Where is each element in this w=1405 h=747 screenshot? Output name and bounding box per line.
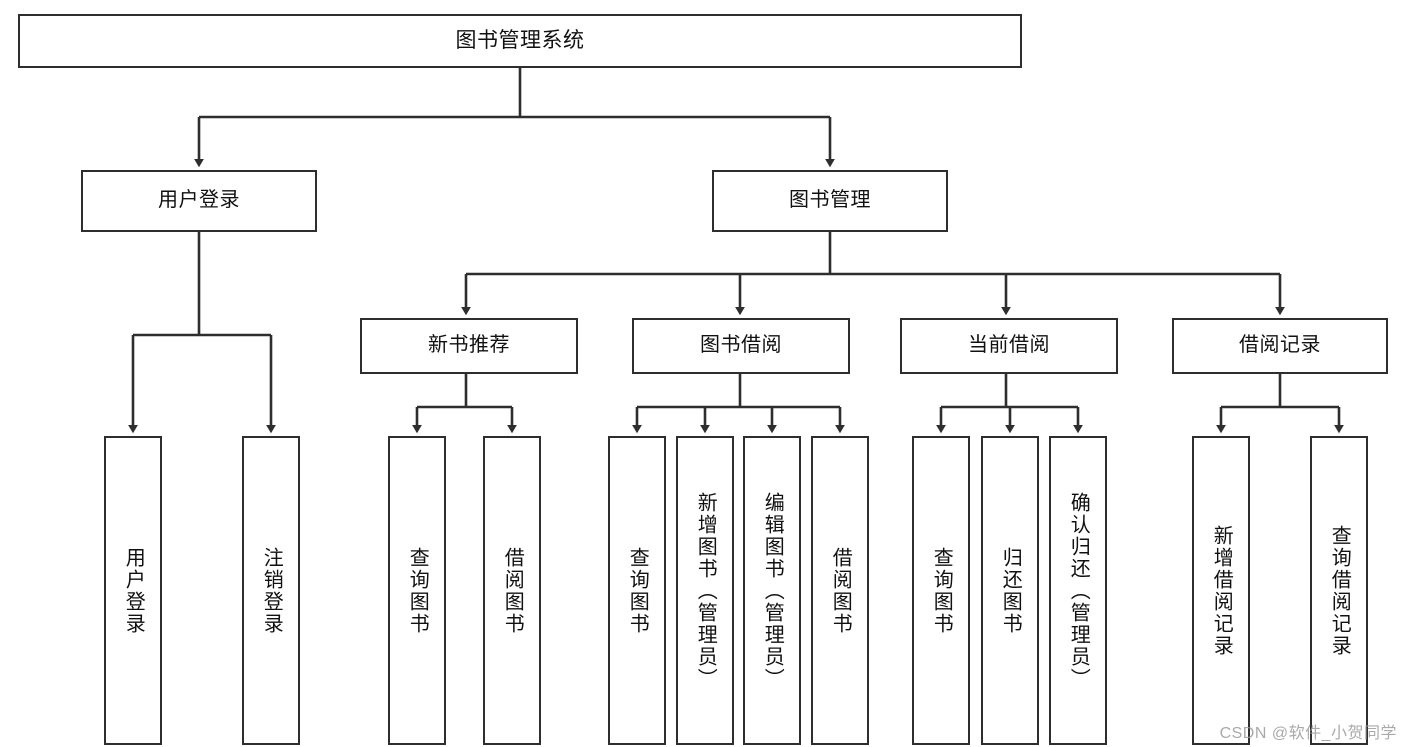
node-root-label: 图书管理系统 xyxy=(455,28,585,52)
node-book-borrow[interactable]: 图书借阅 xyxy=(632,318,850,374)
watermark: CSDN @软件_小贺同学 xyxy=(1219,725,1397,742)
node-leaf-label: 新增借阅记录 xyxy=(1210,524,1233,657)
node-book-borrow-label: 图书借阅 xyxy=(700,334,782,357)
node-leaf-label: 注销登录 xyxy=(260,546,283,635)
node-leaf-current-borrow-1[interactable]: 查询图书 xyxy=(912,436,970,745)
node-borrow-record-label: 借阅记录 xyxy=(1239,334,1321,357)
node-leaf-book-borrow-2[interactable]: 新增图书（管理员） xyxy=(676,436,734,745)
node-leaf-borrow-record-1[interactable]: 新增借阅记录 xyxy=(1192,436,1250,745)
node-leaf-label: 编辑图书（管理员） xyxy=(761,491,784,690)
node-leaf-label: 查询借阅记录 xyxy=(1328,524,1351,657)
node-book-manage[interactable]: 图书管理 xyxy=(712,170,948,232)
node-leaf-label: 归还图书 xyxy=(999,546,1022,635)
node-borrow-record[interactable]: 借阅记录 xyxy=(1172,318,1388,374)
node-new-book[interactable]: 新书推荐 xyxy=(360,318,578,374)
node-leaf-new-book-1[interactable]: 查询图书 xyxy=(388,436,446,745)
node-leaf-book-borrow-3[interactable]: 编辑图书（管理员） xyxy=(743,436,801,745)
node-leaf-book-borrow-1[interactable]: 查询图书 xyxy=(608,436,666,745)
node-leaf-new-book-2[interactable]: 借阅图书 xyxy=(483,436,541,745)
node-user-login-label: 用户登录 xyxy=(158,189,240,212)
node-current-borrow-label: 当前借阅 xyxy=(968,334,1050,357)
node-leaf-label: 查询图书 xyxy=(626,546,649,635)
node-leaf-label: 用户登录 xyxy=(122,546,145,635)
node-leaf-user-login-1[interactable]: 用户登录 xyxy=(104,436,162,745)
node-leaf-current-borrow-2[interactable]: 归还图书 xyxy=(981,436,1039,745)
node-leaf-label: 新增图书（管理员） xyxy=(694,491,717,690)
node-leaf-label: 借阅图书 xyxy=(829,546,852,635)
node-leaf-current-borrow-3[interactable]: 确认归还（管理员） xyxy=(1049,436,1107,745)
node-user-login[interactable]: 用户登录 xyxy=(81,170,317,232)
node-root[interactable]: 图书管理系统 xyxy=(18,14,1022,68)
node-leaf-user-login-2[interactable]: 注销登录 xyxy=(242,436,300,745)
node-leaf-book-borrow-4[interactable]: 借阅图书 xyxy=(811,436,869,745)
node-leaf-label: 借阅图书 xyxy=(501,546,524,635)
node-book-manage-label: 图书管理 xyxy=(789,189,871,212)
node-leaf-borrow-record-2[interactable]: 查询借阅记录 xyxy=(1310,436,1368,745)
node-new-book-label: 新书推荐 xyxy=(428,334,510,357)
node-leaf-label: 确认归还（管理员） xyxy=(1067,491,1090,690)
node-leaf-label: 查询图书 xyxy=(930,546,953,635)
node-current-borrow[interactable]: 当前借阅 xyxy=(900,318,1118,374)
node-leaf-label: 查询图书 xyxy=(406,546,429,635)
